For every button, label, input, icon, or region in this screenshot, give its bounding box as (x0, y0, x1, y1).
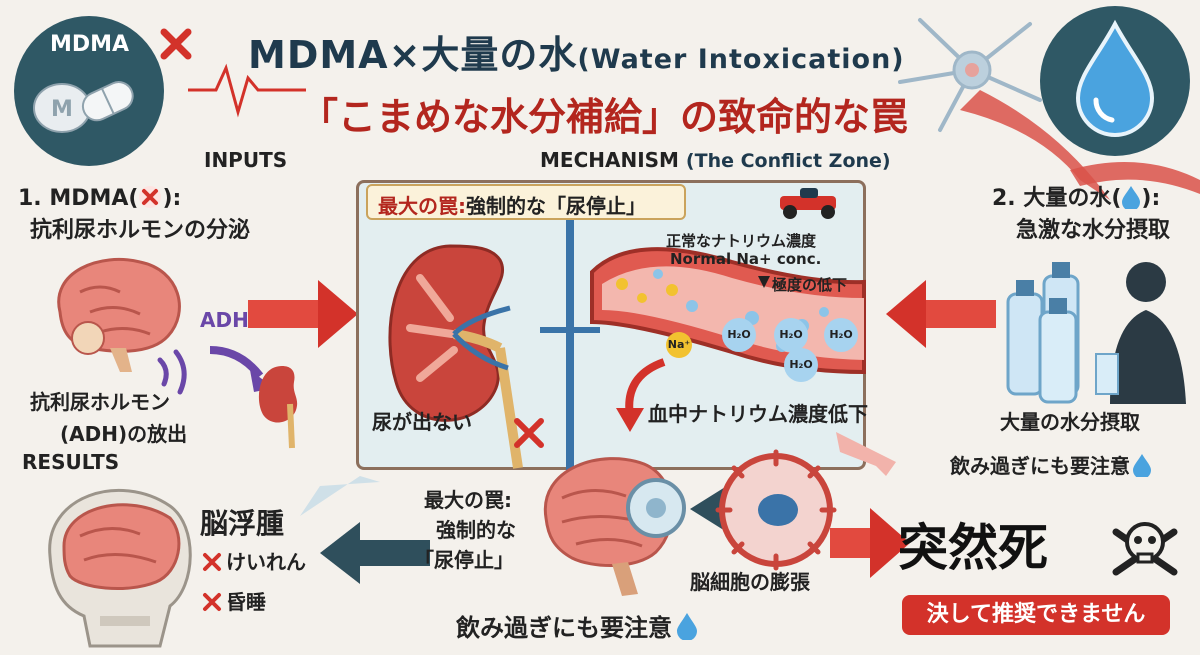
normal-na-jp: 正常なナトリウム濃度 (666, 232, 817, 250)
water-caution-text: 飲み過ぎにも要注意 (950, 454, 1130, 478)
trap-line1: 最大の罠: (424, 488, 512, 512)
input-mdma-description: 抗利尿ホルモンの分泌 (30, 218, 251, 243)
swelling-arrow (690, 484, 730, 534)
symptom-convulsion: けいれん (202, 546, 306, 575)
blood-vessel-decoration (960, 90, 1200, 200)
adh-release-line2: (ADH)の放出 (60, 422, 188, 446)
trap-banner: 最大の罠:強制的な「尿停止」 (366, 184, 686, 220)
mechanism-note: (The Conflict Zone) (685, 150, 891, 172)
adh-release-line1: 抗利尿ホルモン (30, 390, 170, 414)
extreme-drop-label: 極度の低下 (772, 276, 848, 294)
page-title: MDMA×大量の水(Water Intoxication) (248, 24, 948, 79)
no-urine-label: 尿が出ない (372, 410, 472, 434)
symptom-coma-text: 昏睡 (226, 590, 266, 614)
water-drop-icon (1133, 454, 1151, 479)
results-label: RESULTS (22, 450, 120, 474)
water-drop-icon (1122, 186, 1141, 211)
water-bottles-person-icon (1006, 262, 1186, 404)
mechanism-text: MECHANISM (540, 148, 679, 172)
sudden-death-label: 突然死 (898, 519, 1048, 577)
brain-sagittal-icon (57, 257, 181, 372)
mdma-badge (14, 16, 164, 166)
water-caution-label: 飲み過ぎにも要注意 (950, 450, 1152, 479)
h2o-molecule: H₂O (824, 318, 858, 352)
water-drop-icon (677, 613, 697, 641)
never-recommended-banner: 決して推奨できません (902, 595, 1170, 635)
page-subtitle: 「こまめな水分補給」の致命的な罠 (300, 95, 909, 139)
inputs-label: INPUTS (204, 148, 288, 172)
mechanism-label: MECHANISM (The Conflict Zone) (540, 148, 891, 172)
input-water-heading-suffix: ): (1141, 186, 1161, 211)
left-input-arrow (248, 280, 358, 348)
input-mdma-heading: 1. MDMA(): (18, 184, 181, 214)
title-main: MDMA×大量の水 (248, 33, 578, 77)
input-mdma-heading-suffix: ): (162, 186, 182, 211)
pills-icon: M (33, 81, 134, 133)
pill-letter: M (51, 97, 73, 122)
trap-prefix: 最大の罠: (378, 194, 466, 218)
cross-mark-icon (203, 593, 221, 611)
death-arrow-upper (836, 432, 896, 476)
trap-text: 強制的な「尿停止」 (466, 194, 646, 218)
input-water-heading: 2. 大量の水(): (992, 184, 1160, 214)
sodium-drop-arrow (616, 358, 666, 432)
h2o-molecule: H₂O (774, 318, 808, 352)
heartbeat-line-icon (188, 63, 306, 118)
input-water-heading-prefix: 2. 大量の水( (992, 186, 1122, 211)
vessel-lines (540, 220, 600, 470)
symptom-convulsion-text: けいれん (226, 550, 306, 574)
skull-brain-icon (48, 489, 192, 648)
swollen-cell-icon (715, 449, 837, 571)
brain-edema-label: 脳浮腫 (200, 507, 285, 540)
down-marker-icon (758, 276, 770, 288)
title-main-sub: (Water Intoxication) (577, 44, 905, 75)
bottom-caution-label: 飲み過ぎにも要注意 (456, 608, 698, 643)
normal-cell-icon (626, 478, 686, 538)
kidney-icon (388, 244, 523, 469)
h2o-molecule: H₂O (784, 348, 818, 382)
adh-label: ADH (200, 308, 249, 332)
urine-stop-cross-icon (514, 418, 544, 448)
cell-swelling-label: 脳細胞の膨張 (690, 570, 810, 594)
na-ion: Na⁺ (666, 332, 692, 358)
left-result-arrow (320, 522, 430, 584)
cross-mark-icon (203, 553, 221, 571)
bottom-caution-text: 飲み過ぎにも要注意 (456, 614, 672, 642)
cross-mark-icon (160, 28, 192, 60)
trap-line2: 強制的な (436, 518, 516, 542)
input-water-description: 急激な水分摂取 (1016, 218, 1171, 243)
normal-na-en: Normal Na+ conc. (670, 250, 822, 268)
small-kidney-icon (258, 366, 298, 449)
water-intake-label: 大量の水分摂取 (1000, 410, 1140, 434)
back-arrow-light (300, 476, 380, 516)
death-arrow (830, 508, 910, 578)
neuron-icon (898, 18, 1042, 132)
cross-mark-icon (139, 186, 162, 208)
race-car-icon (780, 188, 836, 219)
mdma-badge-label: MDMA (50, 32, 130, 57)
right-input-arrow (886, 280, 996, 348)
sodium-drop-label: 血中ナトリウム濃度低下 (648, 402, 868, 426)
water-drop-icon (1075, 19, 1155, 137)
h2o-molecule: H₂O (722, 318, 756, 352)
skull-crossbones-icon (1112, 522, 1178, 576)
input-mdma-heading-prefix: 1. MDMA( (18, 186, 139, 211)
trap-line3: 「尿停止」 (414, 548, 514, 572)
symptom-coma: 昏睡 (202, 586, 266, 615)
